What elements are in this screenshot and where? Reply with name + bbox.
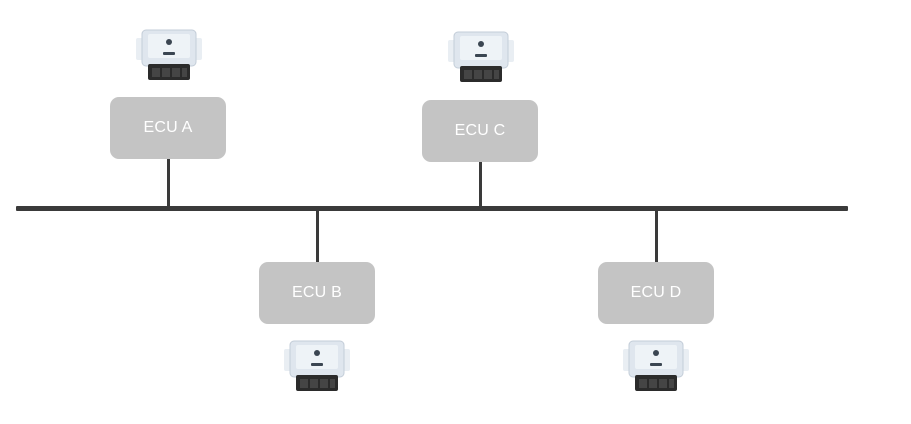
ecu-a-label: ECU A [143, 119, 193, 136]
ecu-module-icon [278, 337, 356, 399]
bus-drop-line-b [316, 209, 319, 263]
bus-drop-line-d [655, 209, 658, 263]
ecu-module-icon [130, 26, 208, 88]
ecu-d-label: ECU D [630, 284, 682, 301]
bus-drop-line-a [167, 158, 170, 208]
ecu-module-icon [617, 337, 695, 399]
ecu-d-box: ECU D [598, 262, 714, 324]
ecu-b-label: ECU B [292, 284, 342, 301]
ecu-c-box: ECU C [422, 100, 538, 162]
ecu-a-box: ECU A [110, 97, 226, 159]
ecu-c-label: ECU C [454, 122, 506, 139]
ecu-b-box: ECU B [259, 262, 375, 324]
bus-drop-line-c [479, 160, 482, 208]
ecu-module-icon [442, 28, 520, 90]
can-bus-line [16, 206, 848, 211]
